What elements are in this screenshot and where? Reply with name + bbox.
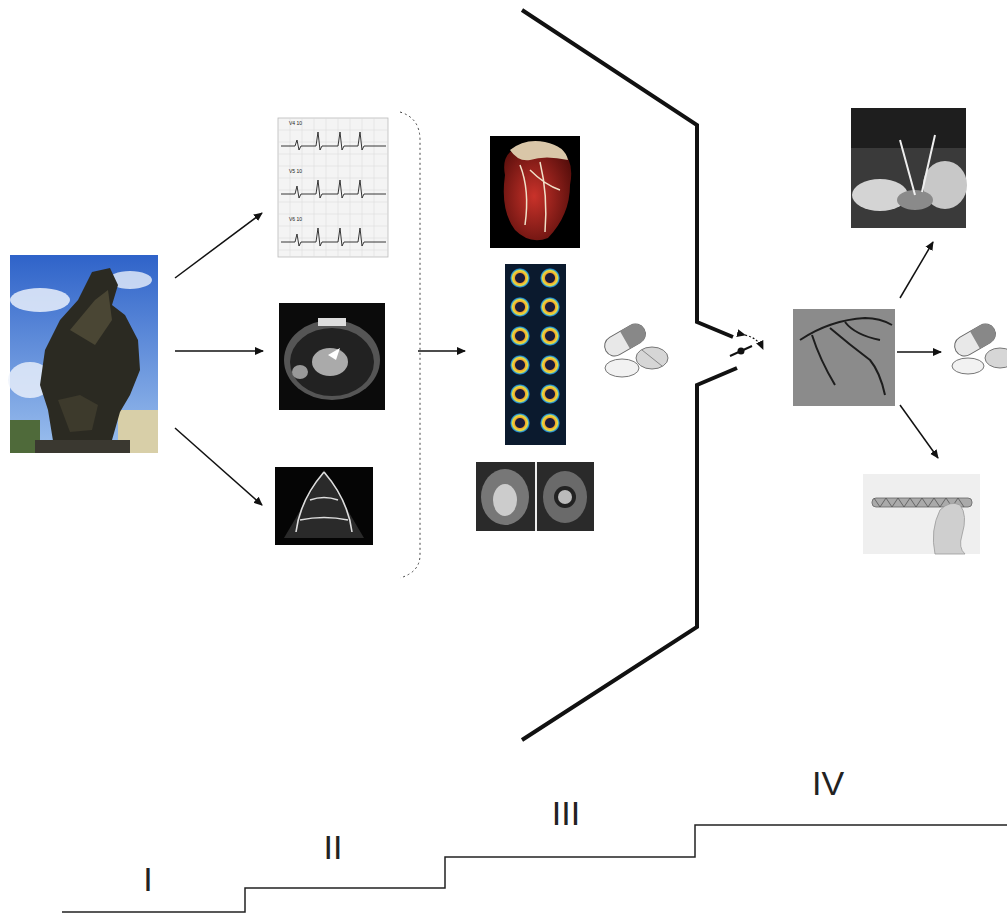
ecg-strip <box>278 118 388 257</box>
arrow <box>175 213 263 505</box>
mri-scan <box>476 462 594 531</box>
echo-image <box>275 467 373 545</box>
arrow <box>897 242 941 458</box>
switch-pivot <box>738 348 745 355</box>
step-number: II <box>324 830 343 864</box>
bracket <box>400 112 420 578</box>
arrow <box>418 350 465 352</box>
step-number: III <box>552 796 580 830</box>
heart-3d <box>490 136 580 248</box>
ct-scan <box>279 303 385 410</box>
stent-photo <box>863 474 980 554</box>
step-number: I <box>143 862 152 896</box>
lead-label: V5 10 <box>289 169 302 174</box>
angiogram <box>793 309 895 406</box>
step-number: IV <box>812 766 844 800</box>
thinker-photo <box>8 255 158 453</box>
spect-scan <box>505 264 566 445</box>
lead-label: V4 10 <box>289 121 302 126</box>
surgery-photo <box>851 108 967 228</box>
gatekeeper-funnel <box>522 10 752 740</box>
pills-icon <box>601 320 668 377</box>
lead-label: V6 10 <box>289 217 302 222</box>
pills-icon <box>951 320 1007 374</box>
switch-arrow <box>745 335 763 349</box>
staircase-line <box>62 825 1007 912</box>
